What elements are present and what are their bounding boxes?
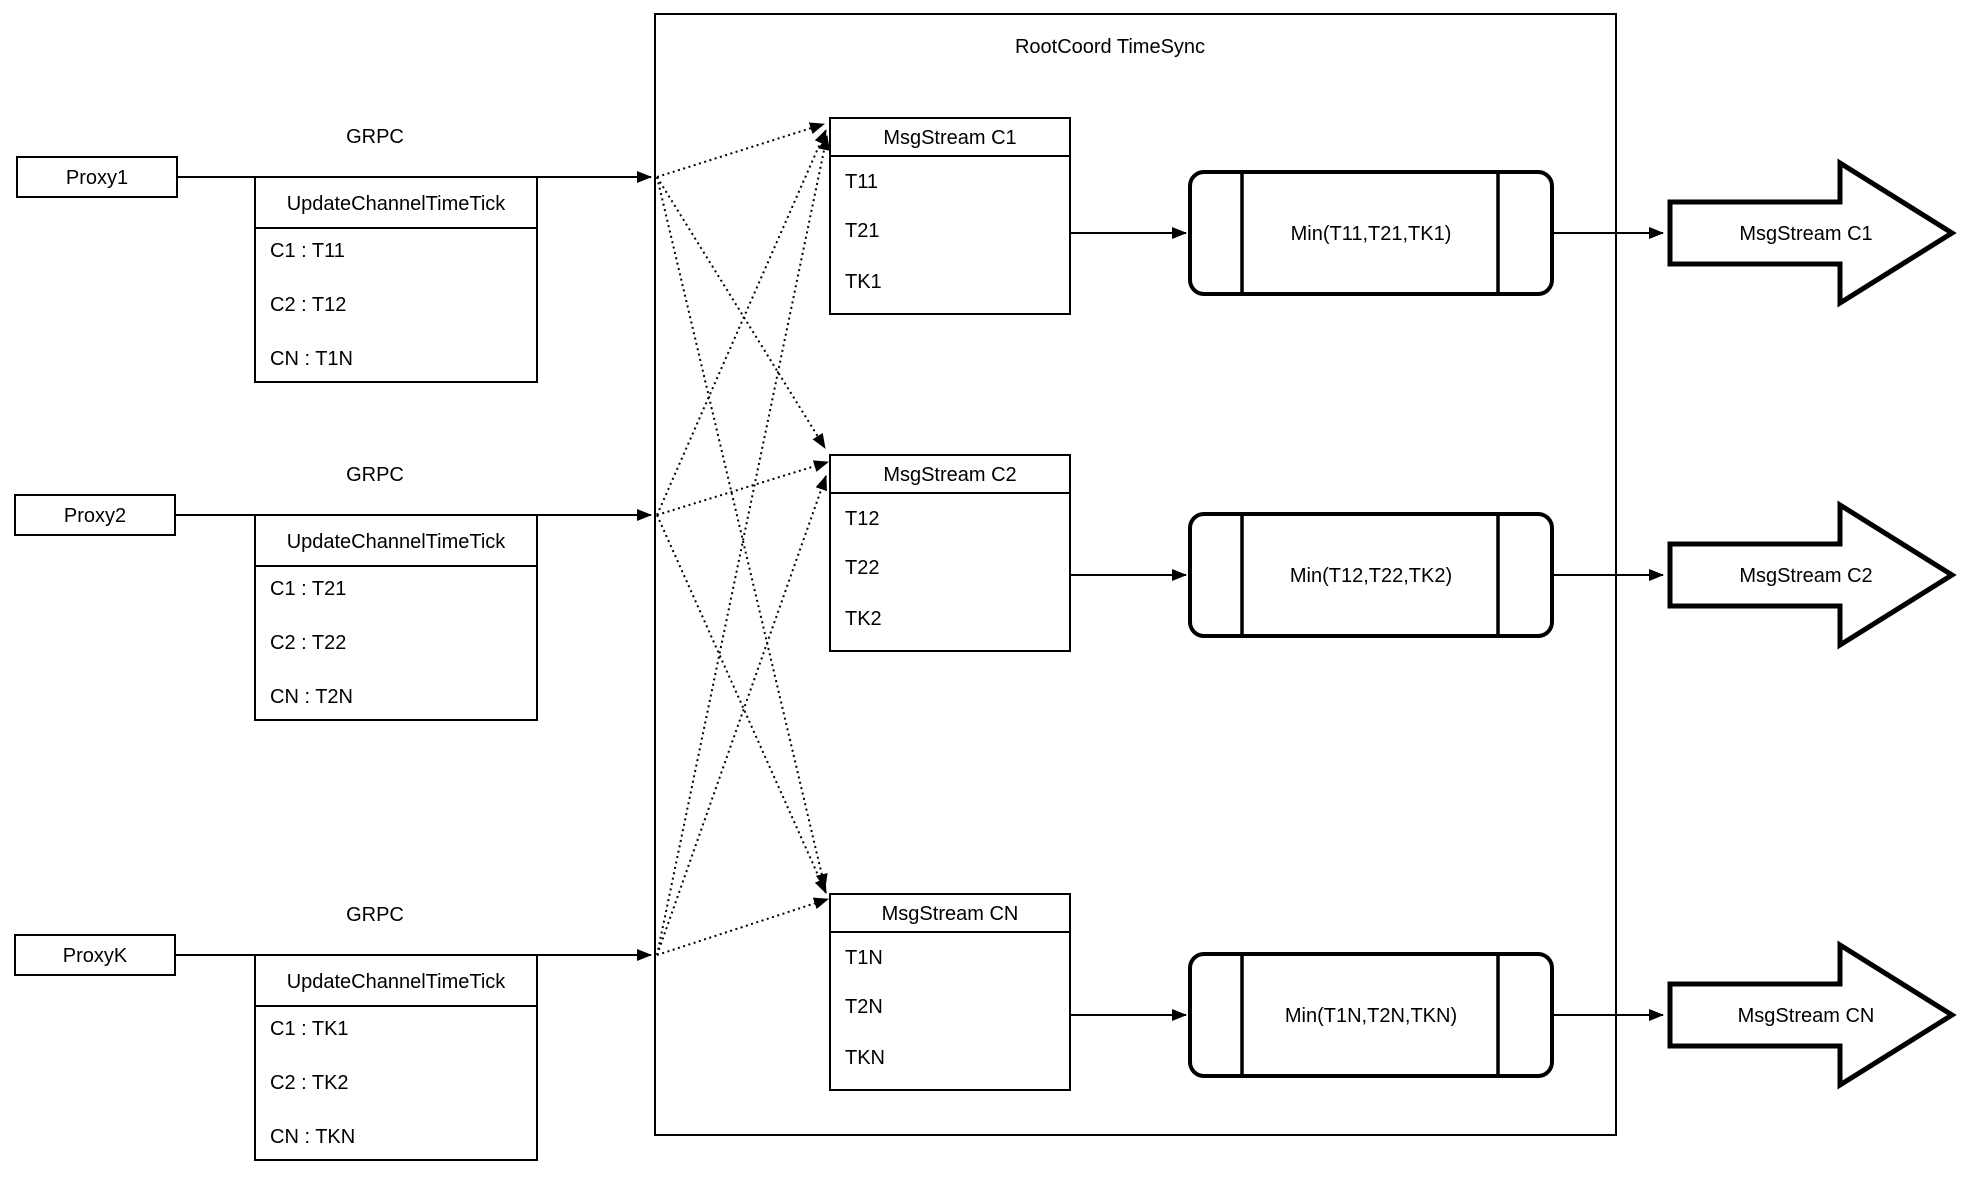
stream-table-1 xyxy=(829,117,1071,315)
request-table-3-header: UpdateChannelTimeTick xyxy=(287,971,507,993)
request-table-2-row: CN : T2N xyxy=(270,686,353,708)
proxyk-label: ProxyK xyxy=(63,945,128,967)
proxy-row-3: ProxyK GRPC UpdateChannelTimeTick C1 : T… xyxy=(14,904,652,1161)
broadcast-arrow-p1-c2 xyxy=(656,176,826,449)
broadcast-arrow-p2-c1 xyxy=(656,129,827,516)
stream-table-2-row: T12 xyxy=(845,508,879,530)
stream-table-2-header: MsgStream C2 xyxy=(883,464,1016,486)
output-label-2: MsgStream C2 xyxy=(1739,565,1872,587)
grpc-label-1: GRPC xyxy=(346,126,404,148)
stream-table-3 xyxy=(829,893,1071,1091)
request-table-3-row: C2 : TK2 xyxy=(270,1072,349,1094)
stream-table-1-row: T21 xyxy=(845,220,879,242)
stream-table-1-header: MsgStream C1 xyxy=(883,127,1016,149)
request-table-1-row: CN : T1N xyxy=(270,348,353,370)
broadcast-arrow-p2-c2 xyxy=(656,460,829,516)
request-table-1 xyxy=(254,176,538,383)
stream-table-3-header: MsgStream CN xyxy=(882,903,1019,925)
proxyk-box xyxy=(14,934,176,976)
request-table-2-row: C1 : T21 xyxy=(270,578,346,600)
request-table-2 xyxy=(254,514,538,721)
output-block-arrow-3 xyxy=(1667,940,1957,1090)
stream-table-3-row: T2N xyxy=(845,996,883,1018)
request-table-3-row: CN : TKN xyxy=(270,1126,355,1148)
proxy-row-1: Proxy1 GRPC UpdateChannelTimeTick C1 : T… xyxy=(16,126,652,383)
stream-lane-1: MsgStream C1 T11 T21 TK1 Min(T11,T21,TK1… xyxy=(829,117,1957,315)
rootcoord-title: RootCoord TimeSync xyxy=(1015,36,1205,58)
min-label-2: Min(T12,T22,TK2) xyxy=(1290,565,1452,587)
grpc-label-3: GRPC xyxy=(346,904,404,926)
request-table-2-row: C2 : T22 xyxy=(270,632,346,654)
stream-table-2-row: TK2 xyxy=(845,608,882,630)
stream-table-1-row: TK1 xyxy=(845,271,882,293)
proxy1-box xyxy=(16,156,178,198)
request-table-1-row: C2 : T12 xyxy=(270,294,346,316)
stream-table-1-row: T11 xyxy=(845,171,878,193)
broadcast-arrow-pk-c1 xyxy=(656,135,831,956)
stream-table-2-row: T22 xyxy=(845,557,879,579)
request-table-2-header: UpdateChannelTimeTick xyxy=(287,531,507,553)
stream-table-3-row: TKN xyxy=(845,1047,885,1069)
output-label-3: MsgStream CN xyxy=(1738,1005,1875,1027)
output-block-arrow-1 xyxy=(1667,158,1957,308)
stream-lane-3: MsgStream CN T1N T2N TKN Min(T1N,T2N,TKN… xyxy=(829,893,1957,1091)
request-table-1-header: UpdateChannelTimeTick xyxy=(287,193,507,215)
proxy2-label: Proxy2 xyxy=(64,505,126,527)
stream-table-3-row: T1N xyxy=(845,947,883,969)
request-table-3 xyxy=(254,954,538,1161)
broadcast-arrow-p1-c1 xyxy=(656,122,825,178)
proxy1-label: Proxy1 xyxy=(66,167,128,189)
broadcast-arrow-pk-c2 xyxy=(656,475,828,956)
stream-lane-2: MsgStream C2 T12 T22 TK2 Min(T12,T22,TK2… xyxy=(829,454,1957,652)
timetick-broadcast-fan xyxy=(656,122,831,956)
request-table-3-row: C1 : TK1 xyxy=(270,1018,349,1040)
output-label-1: MsgStream C1 xyxy=(1739,223,1872,245)
proxy2-box xyxy=(14,494,176,536)
min-label-3: Min(T1N,T2N,TKN) xyxy=(1285,1005,1457,1027)
grpc-label-2: GRPC xyxy=(346,464,404,486)
broadcast-arrow-p1-cn xyxy=(656,176,828,889)
min-label-1: Min(T11,T21,TK1) xyxy=(1291,223,1452,245)
output-block-arrow-2 xyxy=(1667,500,1957,650)
stream-table-2 xyxy=(829,454,1071,652)
broadcast-arrow-pk-cn xyxy=(656,897,829,956)
request-table-1-row: C1 : T11 xyxy=(270,240,345,262)
proxy-row-2: Proxy2 GRPC UpdateChannelTimeTick C1 : T… xyxy=(14,464,652,721)
